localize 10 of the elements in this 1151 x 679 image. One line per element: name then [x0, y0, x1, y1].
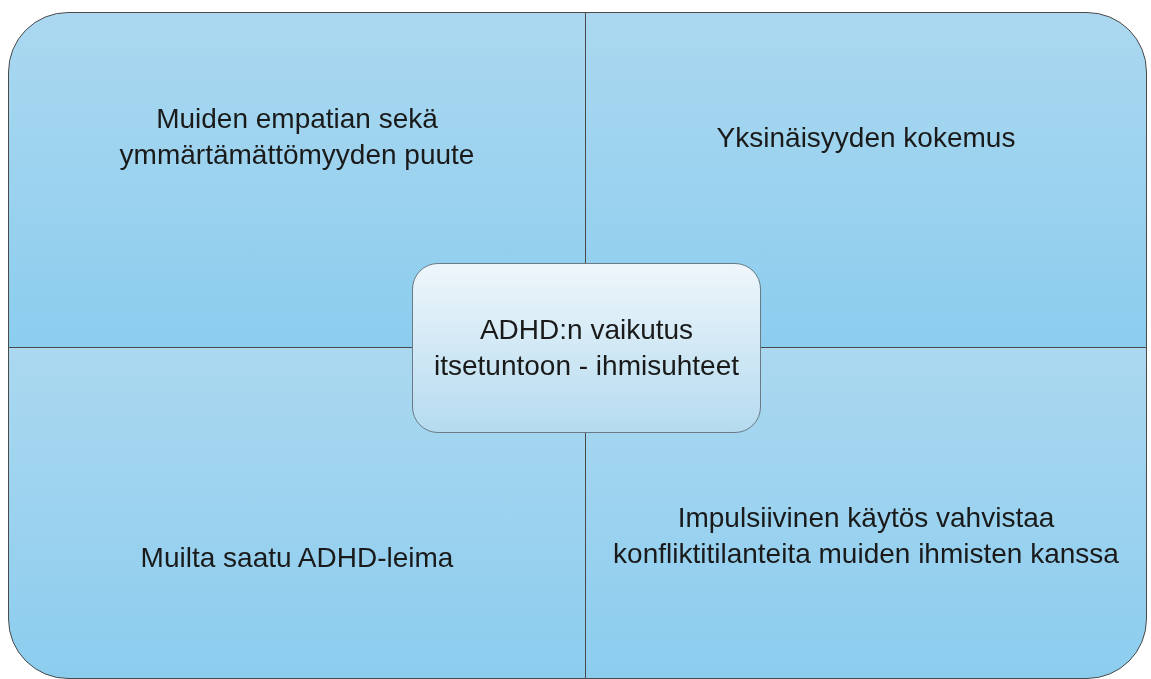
quadrant-panel	[585, 12, 1147, 348]
quadrant-panel	[8, 12, 586, 348]
node-text: Yksinäisyyden kokemus	[715, 121, 1017, 155]
node-text: Impulsiivinen käytös vahvistaa konfliktitilanteita muiden ihmisten kanssa	[612, 501, 1120, 571]
center-box	[412, 263, 761, 433]
node-text: Muilta saatu ADHD-leima	[139, 541, 455, 575]
quadrant-panel	[585, 347, 1147, 679]
node-text: ADHD:n vaikutus itsetuntoon - ihmisuhteet	[432, 313, 741, 383]
quadrant-panel	[8, 347, 586, 679]
node-text: Muiden empatian sekä ymmärtämättömyyden puute	[118, 102, 476, 172]
